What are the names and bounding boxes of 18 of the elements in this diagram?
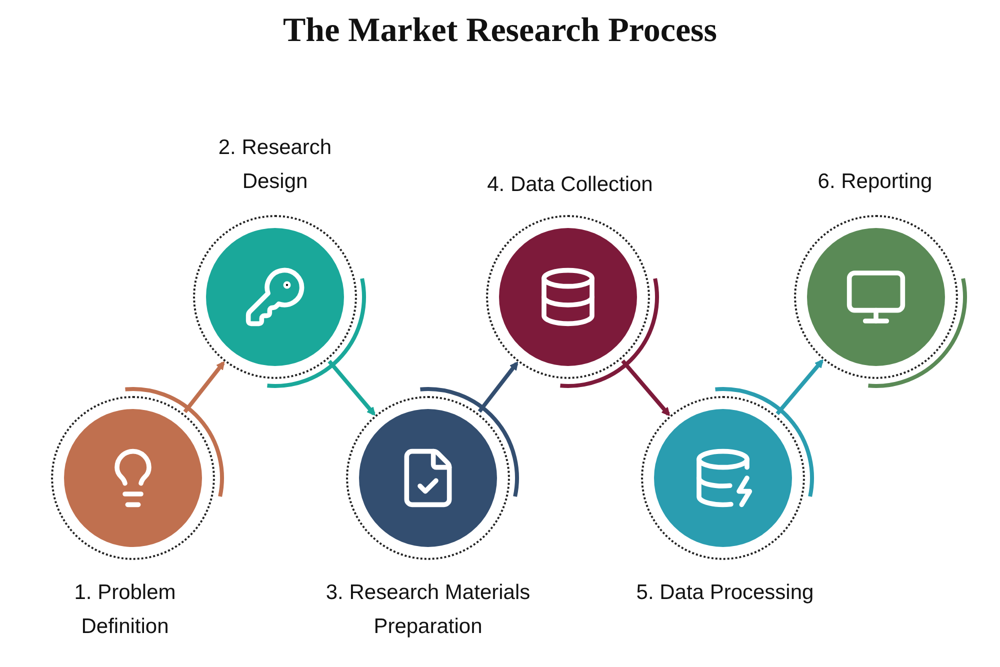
step-circle <box>486 215 650 379</box>
step-label: 2. Research Design <box>217 135 333 195</box>
step-label: 3. Research Materials Preparation <box>324 580 532 640</box>
step-label: 1. Problem Definition <box>73 580 177 640</box>
step-label: 4. Data Collection <box>486 172 654 198</box>
step-circle <box>193 215 357 379</box>
step-circle <box>794 215 958 379</box>
step-label: 5. Data Processing <box>635 580 815 606</box>
step-circle <box>641 396 805 560</box>
title: The Market Research Process <box>282 12 718 50</box>
step-label: 6. Reporting <box>816 169 934 195</box>
step-circle <box>346 396 510 560</box>
arrow <box>478 361 518 413</box>
arrow <box>621 360 670 416</box>
step-circle <box>51 396 215 560</box>
arrow <box>183 360 225 414</box>
arrow <box>328 360 376 416</box>
arrow <box>776 359 824 416</box>
